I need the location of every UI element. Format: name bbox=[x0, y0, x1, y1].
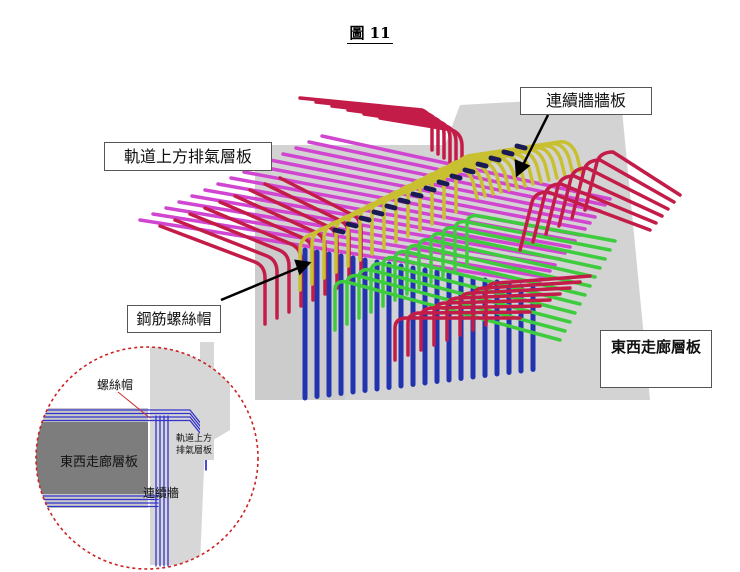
leader-arrow-coupler bbox=[220, 259, 312, 302]
coupler-mark bbox=[501, 149, 515, 157]
red-bar bbox=[393, 316, 522, 362]
red-bar bbox=[173, 218, 279, 320]
green-bar bbox=[465, 213, 617, 266]
yellow-bar bbox=[454, 140, 583, 214]
red-bar bbox=[188, 212, 291, 314]
figure-title: 圖 11 bbox=[347, 24, 393, 44]
coupler-mark bbox=[371, 209, 385, 217]
coupler-mark bbox=[397, 197, 411, 205]
green-corridor-bars bbox=[333, 213, 617, 342]
red-bar bbox=[583, 150, 682, 212]
red-hooked-bars-right bbox=[518, 150, 682, 252]
red-bar bbox=[458, 286, 572, 337]
leader-arrow-wall bbox=[514, 114, 550, 178]
magenta-bar bbox=[294, 146, 602, 213]
red-bar bbox=[432, 298, 552, 347]
detail-label-coupler: 螺絲帽 bbox=[97, 378, 134, 392]
coupler-mark bbox=[384, 203, 398, 211]
coupler-mark bbox=[423, 185, 437, 193]
detail-label-track-exhaust-slab: 軌道上方排氣層板 bbox=[176, 434, 213, 456]
detail-label-continuous-wall: 連續牆 bbox=[143, 486, 180, 500]
red-bar bbox=[531, 182, 658, 244]
red-bar bbox=[406, 310, 532, 357]
red-bar bbox=[518, 190, 652, 252]
callout-rebar-coupler: 鋼筋螺絲帽 bbox=[127, 305, 221, 333]
red-bar bbox=[445, 292, 562, 342]
detail-coupler-pointer bbox=[117, 391, 151, 419]
red-bar bbox=[378, 116, 464, 172]
red-bar bbox=[158, 224, 267, 326]
red-hooked-bars-bottom bbox=[393, 274, 592, 362]
coupler-mark bbox=[436, 179, 450, 187]
red-bar bbox=[471, 280, 582, 332]
callout-east-west-corridor-slab: 東西走廊層板 bbox=[600, 330, 712, 388]
callout-track-exhaust-slab: 軌道上方排氣層板 bbox=[104, 142, 272, 171]
red-bar bbox=[570, 158, 676, 220]
red-bar bbox=[419, 304, 542, 352]
magenta-bar bbox=[190, 194, 562, 261]
red-bar bbox=[484, 274, 592, 327]
coupler-mark bbox=[488, 155, 502, 163]
detail-circle-border bbox=[35, 346, 259, 570]
coupler-mark bbox=[332, 227, 346, 235]
red-bar bbox=[544, 174, 664, 236]
coupler-mark bbox=[462, 167, 476, 175]
callout-continuous-wall: 連續牆牆板 bbox=[520, 87, 652, 115]
detail-wall-strip bbox=[200, 342, 214, 460]
coupler-mark bbox=[449, 173, 463, 181]
coupler-marks bbox=[332, 143, 528, 235]
magenta-bar bbox=[216, 182, 572, 249]
coupler-mark bbox=[475, 161, 489, 169]
red-bar bbox=[557, 166, 670, 228]
magenta-bar bbox=[138, 218, 542, 285]
detail-label-east-west-slab: 東西走廊層板 bbox=[60, 455, 139, 470]
coupler-mark bbox=[410, 191, 424, 199]
coupler-mark bbox=[514, 143, 528, 151]
coupler-mark bbox=[358, 215, 372, 223]
coupler-mark bbox=[345, 221, 359, 229]
